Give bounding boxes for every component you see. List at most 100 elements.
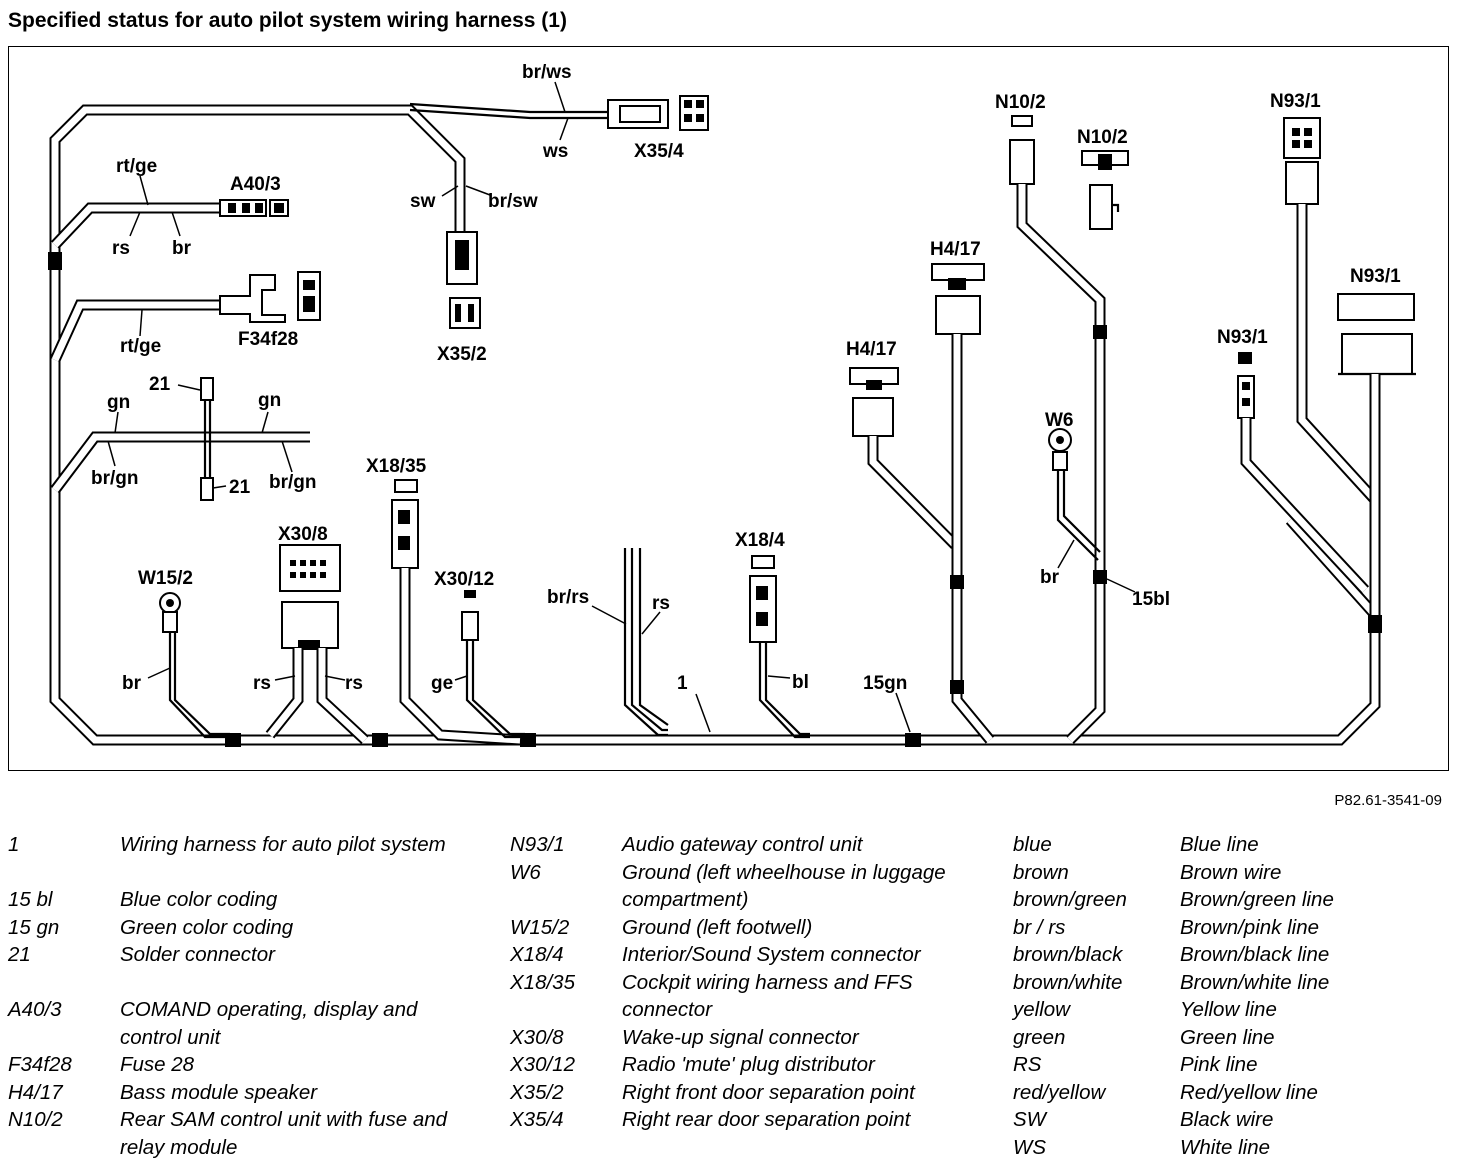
wiring-diagram: X35/4 A40/3 F34f28 X35/2 N10/2 N10/2 N93… [48, 62, 1416, 747]
legend-key: X35/2 [510, 1080, 564, 1104]
wire-label-gn-left: gn [107, 392, 130, 413]
legend-value: Ground (left wheelhouse in luggage compa… [622, 860, 946, 912]
legend-value: Rear SAM control unit with fuse and rela… [120, 1108, 448, 1159]
legend-key: brown [1013, 860, 1069, 884]
label-w15-2: W15/2 [138, 568, 193, 589]
color-code-15bl: 15bl [1132, 589, 1170, 610]
label-a40-3: A40/3 [230, 174, 281, 195]
legend-value: Blue color coding [120, 888, 278, 911]
legend-value: Right front door separation point [622, 1080, 915, 1104]
legend-key: W15/2 [510, 915, 570, 939]
label-x30-8: X30/8 [278, 524, 328, 545]
legend-value: Wake-up signal connector [622, 1025, 859, 1049]
legend-key: brown/black [1013, 943, 1123, 966]
legend-value: Fuse 28 [120, 1053, 195, 1076]
wire-label-rt-ge-2: rt/ge [120, 336, 161, 357]
legend-row: X18/4 Interior/Sound System connector [510, 941, 990, 969]
legend-row: W15/2 Ground (left footwell) [510, 914, 990, 942]
legend-key: N93/1 [510, 833, 565, 856]
legend-row: X18/35 Cockpit wiring harness and FFS co… [510, 969, 990, 1024]
label-x18-4: X18/4 [735, 530, 785, 551]
branch-f34f28 [49, 271, 321, 363]
figure-reference: P82.61-3541-09 [1334, 792, 1442, 809]
harness-label-1: 1 [677, 673, 688, 694]
branch-x30-8 [265, 544, 369, 745]
legend-key: A40/3 [8, 998, 62, 1021]
label-n93-1-a: N93/1 [1270, 91, 1321, 112]
legend-row: X30/12 Radio 'mute' plug distributor [510, 1051, 990, 1079]
wire-label-ws: ws [542, 141, 568, 162]
legend-spacer [8, 969, 478, 997]
label-w6: W6 [1045, 410, 1074, 431]
legend-row: X30/8 Wake-up signal connector [510, 1024, 990, 1052]
wire-label-br-w6: br [1040, 567, 1060, 588]
legend-value: Audio gateway control unit [622, 833, 863, 856]
branch-x18-35 [391, 479, 521, 746]
legend-row: A40/3 COMAND operating, display and cont… [8, 996, 478, 1051]
legend-row: 21 Solder connector [8, 941, 478, 969]
wire-label-br-rs: br/rs [547, 587, 589, 608]
legend-key: brown/green [1013, 888, 1127, 911]
label-h4-17-a: H4/17 [930, 239, 981, 260]
legend-value: COMAND operating, display and control un… [120, 998, 418, 1049]
legend-value: Solder connector [120, 943, 275, 966]
branch-x18-4 [749, 555, 911, 739]
page-title: Specified status for auto pilot system w… [8, 9, 567, 32]
label-x30-12: X30/12 [434, 569, 494, 590]
legend-key: blue [1013, 833, 1052, 856]
legend-key: W6 [510, 860, 541, 884]
main-harness [48, 104, 1382, 747]
legend-key: brown/white [1013, 970, 1123, 994]
branch-n93-1-small [1237, 352, 1370, 594]
legend-key: F34f28 [8, 1053, 72, 1076]
legend-value: Interior/Sound System connector [622, 943, 921, 966]
legend-value: Wiring harness for auto pilot system [120, 833, 446, 856]
legend-key: 1 [8, 833, 20, 856]
legend-row: W6 Ground (left wheelhouse in luggage co… [510, 859, 990, 914]
diagram-frame [8, 46, 1449, 771]
legend-row: N93/1 Audio gateway control unit [510, 831, 990, 859]
legend-value: Yellow line [1180, 998, 1277, 1021]
label-h4-17-b: H4/17 [846, 339, 897, 360]
label-x35-4: X35/4 [634, 141, 684, 162]
legend-key: H4/17 [8, 1080, 63, 1104]
legend-value: Red/yellow line [1180, 1080, 1318, 1104]
wire-label-rs-1: rs [112, 238, 130, 259]
legend-key: X18/35 [510, 970, 575, 994]
legend-row: X35/2 Right front door separation point [510, 1079, 990, 1107]
legend-key: red/yellow [1013, 1080, 1106, 1104]
legend-column-1: 1 Wiring harness for auto pilot system 1… [8, 831, 478, 1161]
label-f34f28: F34f28 [238, 329, 298, 350]
legend-row: X35/4 Right rear door separation point [510, 1106, 990, 1134]
legend-key: br / rs [1013, 915, 1066, 939]
label-n93-1-b: N93/1 [1350, 266, 1401, 287]
legend-row: F34f28 Fuse 28 [8, 1051, 478, 1079]
wire-label-sw: sw [410, 191, 436, 212]
branch-solder-21 [50, 377, 310, 501]
legend-row: 15 bl Blue color coding [8, 886, 478, 914]
color-code-15gn: 15gn [863, 673, 907, 694]
legend-value: Brown/pink line [1180, 915, 1320, 939]
legend-column-2: N93/1 Audio gateway control unit W6 Grou… [510, 831, 990, 1134]
legend-value: Brown wire [1180, 860, 1282, 884]
legend-key: X35/4 [510, 1108, 564, 1131]
solder-21-bottom-label: 21 [229, 477, 251, 498]
wire-label-bl: bl [792, 672, 809, 693]
legend-key: N10/2 [8, 1108, 63, 1131]
wire-label-gn-right: gn [258, 390, 281, 411]
label-n93-1-c: N93/1 [1217, 327, 1268, 348]
branch-h4-17-lower [849, 367, 959, 549]
legend-value: Bass module speaker [120, 1080, 318, 1104]
wire-label-rt-ge-1: rt/ge [116, 156, 157, 177]
legend-row: br / rs Brown/pink line [1013, 914, 1453, 942]
label-n10-2-a: N10/2 [995, 92, 1046, 113]
wire-label-rs-left: rs [253, 673, 271, 694]
